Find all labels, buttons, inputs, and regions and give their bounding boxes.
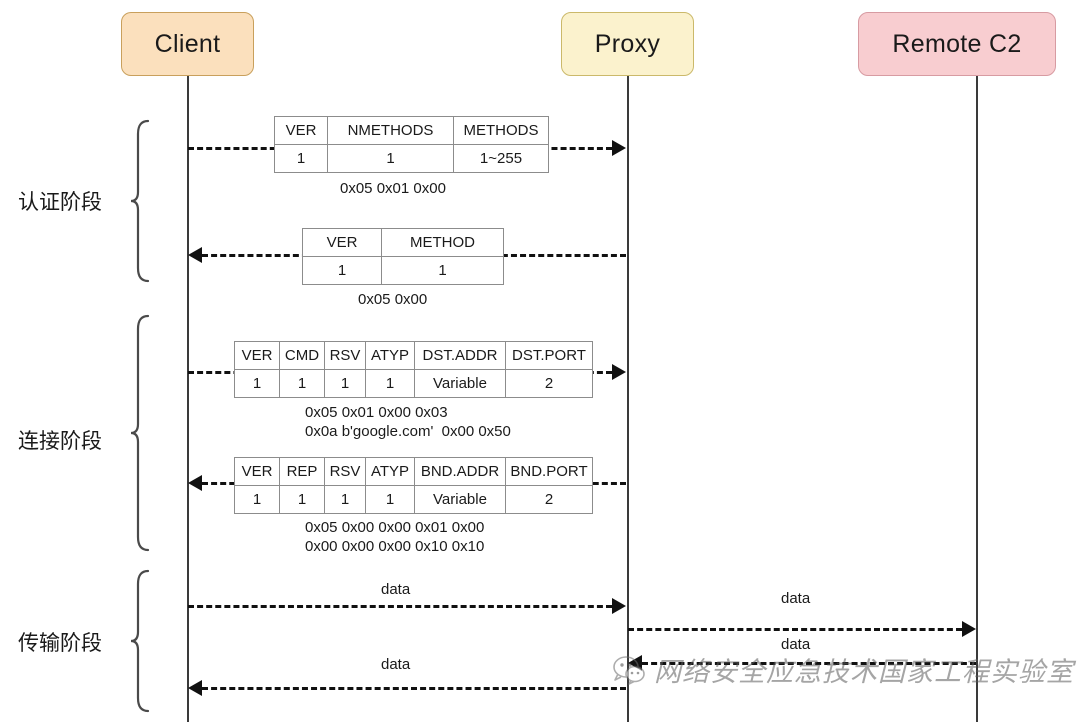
caption-connect-request: 0x05 0x01 0x00 0x03 0x0a b'google.com' 0… — [305, 404, 511, 440]
message-line-data-client-proxy — [188, 605, 612, 608]
cell-header-nmethods: NMETHODS — [327, 116, 454, 145]
cell-value-ver: 1 — [302, 256, 382, 285]
arrowhead-connect-response — [188, 475, 202, 491]
message-label-data-proxy-remote: data — [781, 590, 811, 607]
table-row-values: 1 1 1~255 — [274, 144, 549, 173]
phase-brace-transmit — [130, 569, 150, 713]
actor-box-remote[interactable]: Remote C2 — [858, 12, 1056, 76]
arrowhead-auth-request — [612, 140, 626, 156]
actor-box-proxy[interactable]: Proxy — [561, 12, 694, 76]
arrowhead-data-client-proxy — [612, 598, 626, 614]
cell-header-ver: VER — [274, 116, 328, 145]
message-line-data-remote-proxy — [642, 662, 976, 665]
arrowhead-data-proxy-client — [188, 680, 202, 696]
phase-label-connect: 连接阶段 — [18, 430, 102, 453]
message-label-data-remote-proxy: data — [781, 636, 811, 653]
lifeline-proxy — [627, 76, 629, 722]
message-label-data-proxy-client: data — [381, 656, 411, 673]
cell-header-cmd: CMD — [279, 341, 325, 370]
cell-value-method: 1 — [381, 256, 504, 285]
cell-header-ver: VER — [234, 457, 280, 486]
table-row-values: 1 1 1 1 Variable 2 — [234, 485, 593, 514]
lifeline-remote — [976, 76, 978, 722]
cell-value-rsv: 1 — [324, 369, 366, 398]
table-row-values: 1 1 — [302, 256, 504, 285]
cell-value-dst-port: 2 — [505, 369, 593, 398]
lifeline-client — [187, 76, 189, 722]
cell-value-rep: 1 — [279, 485, 325, 514]
protocol-table-connect-response: VER REP RSV ATYP BND.ADDR BND.PORT 1 1 1… — [234, 457, 593, 514]
cell-header-rsv: RSV — [324, 341, 366, 370]
cell-value-dst-addr: Variable — [414, 369, 506, 398]
cell-header-bnd-addr: BND.ADDR — [414, 457, 506, 486]
cell-value-atyp: 1 — [365, 485, 415, 514]
cell-value-methods: 1~255 — [453, 144, 549, 173]
phase-brace-connect — [130, 314, 150, 552]
caption-connect-response: 0x05 0x00 0x00 0x01 0x00 0x00 0x00 0x00 … — [305, 519, 485, 555]
cell-value-ver: 1 — [234, 485, 280, 514]
cell-header-dst-port: DST.PORT — [505, 341, 593, 370]
cell-value-bnd-addr: Variable — [414, 485, 506, 514]
protocol-table-auth-response: VER METHOD 1 1 — [302, 228, 504, 285]
table-row-headers: VER METHOD — [302, 228, 504, 257]
arrowhead-connect-request — [612, 364, 626, 380]
cell-header-ver: VER — [302, 228, 382, 257]
arrowhead-auth-response — [188, 247, 202, 263]
caption-auth-request: 0x05 0x01 0x00 — [340, 180, 446, 197]
watermark: 网络安全应急技术国家工程实验室 — [612, 650, 1074, 689]
arrowhead-data-remote-proxy — [628, 655, 642, 671]
cell-value-bnd-port: 2 — [505, 485, 593, 514]
table-row-headers: VER NMETHODS METHODS — [274, 116, 549, 145]
actor-label-client: Client — [154, 29, 221, 58]
cell-value-nmethods: 1 — [327, 144, 454, 173]
cell-header-ver: VER — [234, 341, 280, 370]
cell-value-cmd: 1 — [279, 369, 325, 398]
actor-label-proxy: Proxy — [594, 29, 661, 58]
cell-header-dst-addr: DST.ADDR — [414, 341, 506, 370]
cell-value-ver: 1 — [274, 144, 328, 173]
phase-brace-auth — [130, 119, 150, 283]
cell-value-rsv: 1 — [324, 485, 366, 514]
cell-value-ver: 1 — [234, 369, 280, 398]
phase-label-transmit: 传输阶段 — [18, 632, 102, 655]
table-row-values: 1 1 1 1 Variable 2 — [234, 369, 593, 398]
actor-box-client[interactable]: Client — [121, 12, 254, 76]
arrowhead-data-proxy-remote — [962, 621, 976, 637]
watermark-text: 网络安全应急技术国家工程实验室 — [654, 657, 1074, 688]
phase-label-auth: 认证阶段 — [18, 191, 102, 214]
caption-auth-response: 0x05 0x00 — [358, 291, 428, 308]
message-label-data-client-proxy: data — [381, 581, 411, 598]
message-line-data-proxy-client — [202, 687, 626, 690]
cell-value-atyp: 1 — [365, 369, 415, 398]
table-row-headers: VER REP RSV ATYP BND.ADDR BND.PORT — [234, 457, 593, 486]
protocol-table-auth-request: VER NMETHODS METHODS 1 1 1~255 — [274, 116, 549, 173]
cell-header-atyp: ATYP — [365, 341, 415, 370]
cell-header-bnd-port: BND.PORT — [505, 457, 593, 486]
cell-header-atyp: ATYP — [365, 457, 415, 486]
cell-header-rep: REP — [279, 457, 325, 486]
protocol-table-connect-request: VER CMD RSV ATYP DST.ADDR DST.PORT 1 1 1… — [234, 341, 593, 398]
cell-header-method: METHOD — [381, 228, 504, 257]
message-line-data-proxy-remote — [628, 628, 962, 631]
actor-label-remote-c2: Remote C2 — [892, 29, 1022, 58]
cell-header-rsv: RSV — [324, 457, 366, 486]
table-row-headers: VER CMD RSV ATYP DST.ADDR DST.PORT — [234, 341, 593, 370]
cell-header-methods: METHODS — [453, 116, 549, 145]
